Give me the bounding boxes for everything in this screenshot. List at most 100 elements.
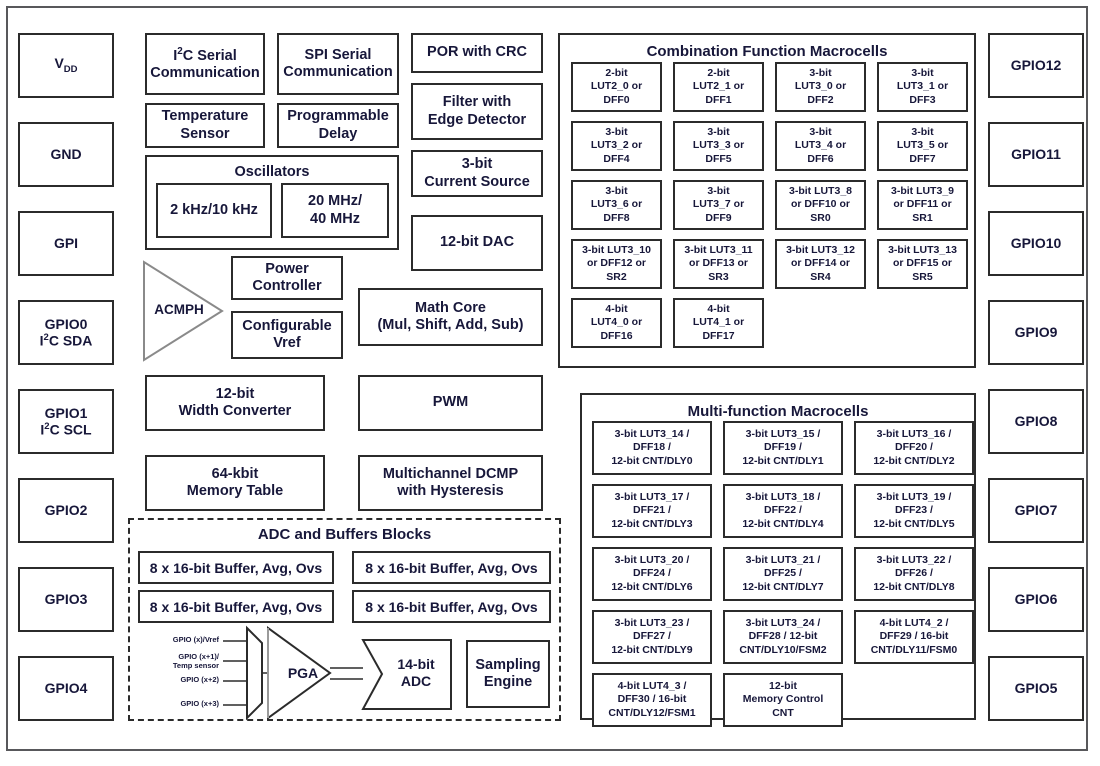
pin-gpio9[interactable]: GPIO9 <box>988 300 1084 365</box>
pin-gpio6[interactable]: GPIO6 <box>988 567 1084 632</box>
multifunction-macrocell-0[interactable]: 3-bit LUT3_14 /DFF18 /12-bit CNT/DLY0 <box>592 421 712 475</box>
multifunction-macrocell-1[interactable]: 3-bit LUT3_15 /DFF19 /12-bit CNT/DLY1 <box>723 421 843 475</box>
buffer-block-2[interactable]: 8 x 16-bit Buffer, Avg, Ovs <box>352 551 551 584</box>
multifunction-macrocell-6[interactable]: 3-bit LUT3_20 /DFF24 /12-bit CNT/DLY6 <box>592 547 712 601</box>
pin-gpio4[interactable]: GPIO4 <box>18 656 114 721</box>
pin-gpio5[interactable]: GPIO5 <box>988 656 1084 721</box>
chip-outline <box>6 6 1088 751</box>
adc-buffers-title: ADC and Buffers Blocks <box>257 526 432 543</box>
pin-gnd-label: GND <box>50 146 82 163</box>
multifunction-macrocells-title: Multi-function Macrocells <box>687 403 869 420</box>
block-dac-label: 12-bit DAC <box>439 234 515 251</box>
multifunction-macrocell-4[interactable]: 3-bit LUT3_18 /DFF22 /12-bit CNT/DLY4 <box>723 484 843 538</box>
pin-vdd[interactable]: VDD <box>18 33 114 98</box>
pin-gpio9-label: GPIO9 <box>1014 324 1058 341</box>
block-dac[interactable]: 12-bit DAC <box>411 215 543 271</box>
pin-gpio7[interactable]: GPIO7 <box>988 478 1084 543</box>
pin-gpio8[interactable]: GPIO8 <box>988 389 1084 454</box>
multifunction-macrocell-5[interactable]: 3-bit LUT3_19 /DFF23 /12-bit CNT/DLY5 <box>854 484 974 538</box>
block-pwm-label: PWM <box>432 394 469 411</box>
pin-gpi[interactable]: GPI <box>18 211 114 276</box>
multifunction-macrocell-0-label: 3-bit LUT3_14 /DFF18 /12-bit CNT/DLY0 <box>611 428 693 467</box>
pin-gpio2[interactable]: GPIO2 <box>18 478 114 543</box>
block-math-core-label: Math Core(Mul, Shift, Add, Sub) <box>377 299 524 333</box>
multifunction-macrocell-7[interactable]: 3-bit LUT3_21 /DFF25 /12-bit CNT/DLY7 <box>723 547 843 601</box>
multifunction-macrocell-3[interactable]: 3-bit LUT3_17 /DFF21 /12-bit CNT/DLY3 <box>592 484 712 538</box>
pin-gnd[interactable]: GND <box>18 122 114 187</box>
block-osc-high-freq[interactable]: 20 MHz/40 MHz <box>281 183 389 238</box>
pin-gpi-label: GPI <box>53 235 79 252</box>
buffer-block-3[interactable]: 8 x 16-bit Buffer, Avg, Ovs <box>138 590 334 623</box>
pin-gpio3[interactable]: GPIO3 <box>18 567 114 632</box>
pin-gpio10-label: GPIO10 <box>1010 235 1062 252</box>
multifunction-macrocell-8[interactable]: 3-bit LUT3_22 /DFF26 /12-bit CNT/DLY8 <box>854 547 974 601</box>
block-pwm[interactable]: PWM <box>358 375 543 431</box>
pin-gpio12[interactable]: GPIO12 <box>988 33 1084 98</box>
multifunction-macrocell-6-label: 3-bit LUT3_20 /DFF24 /12-bit CNT/DLY6 <box>611 554 693 593</box>
pin-gpio4-label: GPIO4 <box>44 680 88 697</box>
block-math-core[interactable]: Math Core(Mul, Shift, Add, Sub) <box>358 288 543 346</box>
buffer-block-4-label: 8 x 16-bit Buffer, Avg, Ovs <box>365 598 538 615</box>
pga-label: PGA <box>287 665 319 681</box>
pin-gpio10[interactable]: GPIO10 <box>988 211 1084 276</box>
buffer-block-1[interactable]: 8 x 16-bit Buffer, Avg, Ovs <box>138 551 334 584</box>
multifunction-macrocell-2[interactable]: 3-bit LUT3_16 /DFF20 /12-bit CNT/DLY2 <box>854 421 974 475</box>
pin-gpio11[interactable]: GPIO11 <box>988 122 1084 187</box>
block-osc-low-freq[interactable]: 2 kHz/10 kHz <box>156 183 272 238</box>
block-por-crc[interactable]: POR with CRC <box>411 33 543 73</box>
buffer-block-4[interactable]: 8 x 16-bit Buffer, Avg, Ovs <box>352 590 551 623</box>
multifunction-macrocell-9[interactable]: 3-bit LUT3_23 /DFF27 /12-bit CNT/DLY9 <box>592 610 712 664</box>
